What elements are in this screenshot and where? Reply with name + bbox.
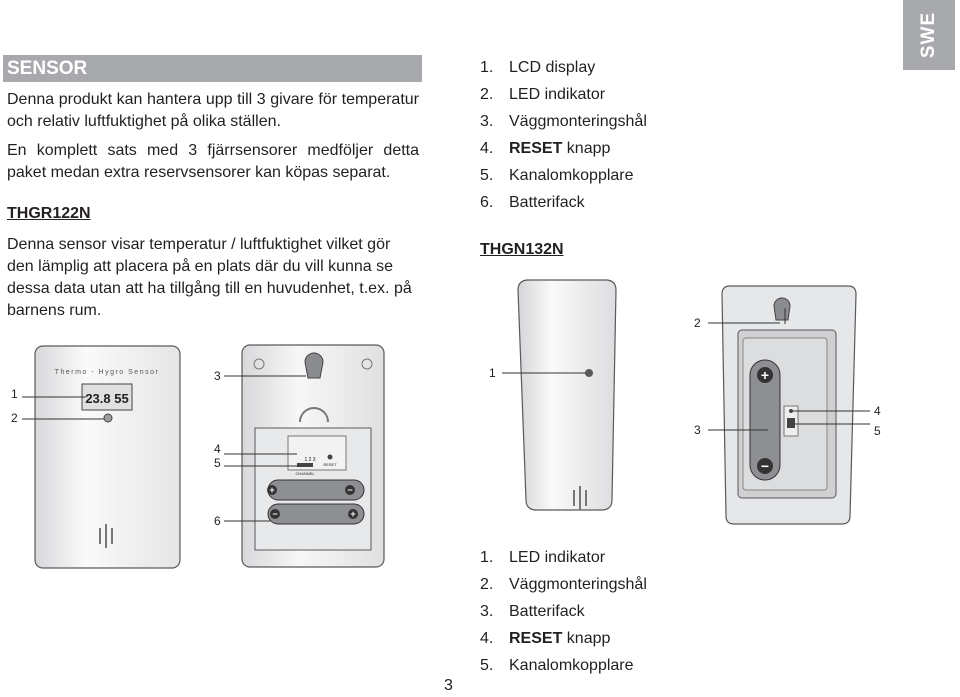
callout-4: 4 bbox=[214, 442, 221, 456]
reset-label: RESET bbox=[323, 462, 337, 467]
callout-4: 4 bbox=[874, 404, 881, 418]
channel-switch bbox=[297, 463, 313, 467]
svg-text:+: + bbox=[350, 509, 355, 519]
led-indicator bbox=[585, 369, 593, 377]
sensor-body bbox=[517, 279, 617, 511]
callout-1: 1 bbox=[11, 387, 18, 401]
legend-item: 4.RESET knapp bbox=[480, 630, 611, 647]
callout-3: 3 bbox=[694, 423, 701, 437]
thgr-subheading: THGR122N bbox=[7, 205, 91, 222]
led-indicator bbox=[103, 413, 113, 423]
thgr-legend-list: 1.LCD display 2.LED indikator 3.Väggmont… bbox=[480, 54, 647, 216]
wall-mount-hole bbox=[304, 352, 324, 379]
legend-item: 2.Väggmonteringshål bbox=[480, 576, 647, 593]
thgr-back-illustration: 1 2 3 CHANNEL RESET + − − + 3 4 5 6 bbox=[214, 344, 385, 568]
vent-slots bbox=[99, 524, 113, 548]
callout-5: 5 bbox=[874, 424, 881, 438]
callout-1: 1 bbox=[489, 366, 496, 380]
reset-button bbox=[327, 454, 333, 460]
thgn-back-illustration: + − 2 3 4 5 bbox=[694, 285, 881, 525]
page-number: 3 bbox=[444, 677, 453, 694]
legend-item: 5.Kanalomkopplare bbox=[480, 167, 634, 184]
wall-mount-hole bbox=[773, 297, 791, 321]
thgr-description: Denna sensor visar temperatur / luftfukt… bbox=[7, 236, 412, 319]
svg-text:+: + bbox=[269, 485, 274, 495]
lcd-reading: 23.8 55 bbox=[85, 391, 128, 406]
reset-button bbox=[789, 409, 793, 413]
battery-1: + − bbox=[267, 479, 365, 501]
thgn-subheading: THGN132N bbox=[480, 241, 564, 258]
legend-item: 3.Batterifack bbox=[480, 603, 585, 620]
thgn-legend-list: 1.LED indikator 2.Väggmonteringshål 3.Ba… bbox=[480, 544, 647, 679]
legend-item: 5.Kanalomkopplare bbox=[480, 657, 634, 674]
legend-item: 1.LCD display bbox=[480, 59, 596, 76]
screw-icon bbox=[361, 358, 373, 370]
svg-text:+: + bbox=[761, 367, 769, 383]
callout-5: 5 bbox=[214, 456, 221, 470]
section-header: SENSOR bbox=[3, 55, 422, 82]
screw-icon bbox=[253, 358, 265, 370]
callout-6: 6 bbox=[214, 514, 221, 528]
channel-switch bbox=[787, 418, 795, 428]
language-tab-label: SWE bbox=[918, 11, 939, 59]
legend-item: 6.Batterifack bbox=[480, 194, 585, 211]
legend-item: 2.LED indikator bbox=[480, 86, 606, 103]
svg-text:−: − bbox=[761, 458, 769, 474]
intro-paragraph-1: Denna produkt kan hantera upp till 3 giv… bbox=[7, 91, 419, 130]
device-label: Thermo - Hygro Sensor bbox=[55, 369, 160, 376]
callout-2: 2 bbox=[694, 316, 701, 330]
vent-slots bbox=[573, 486, 587, 510]
svg-text:−: − bbox=[347, 485, 352, 495]
legend-item: 4.RESET knapp bbox=[480, 140, 611, 157]
sensor-body bbox=[34, 345, 181, 569]
channel-numbers: 1 2 3 bbox=[304, 457, 315, 463]
channel-label: CHANNEL bbox=[295, 471, 315, 476]
thgn-front-illustration: 1 bbox=[489, 279, 617, 511]
intro-paragraph-2: En komplett sats med 3 fjärrsensorer med… bbox=[7, 142, 419, 181]
legend-item: 3.Väggmonteringshål bbox=[480, 113, 647, 130]
legend-item: 1.LED indikator bbox=[480, 549, 606, 566]
battery-2: − + bbox=[267, 503, 365, 525]
svg-text:−: − bbox=[272, 509, 277, 519]
battery: + − bbox=[749, 359, 781, 481]
callout-3: 3 bbox=[214, 369, 221, 383]
language-tab: SWE bbox=[903, 0, 955, 70]
callout-2: 2 bbox=[11, 411, 18, 425]
thgr-front-illustration: Thermo - Hygro Sensor 23.8 55 1 2 bbox=[11, 345, 181, 569]
